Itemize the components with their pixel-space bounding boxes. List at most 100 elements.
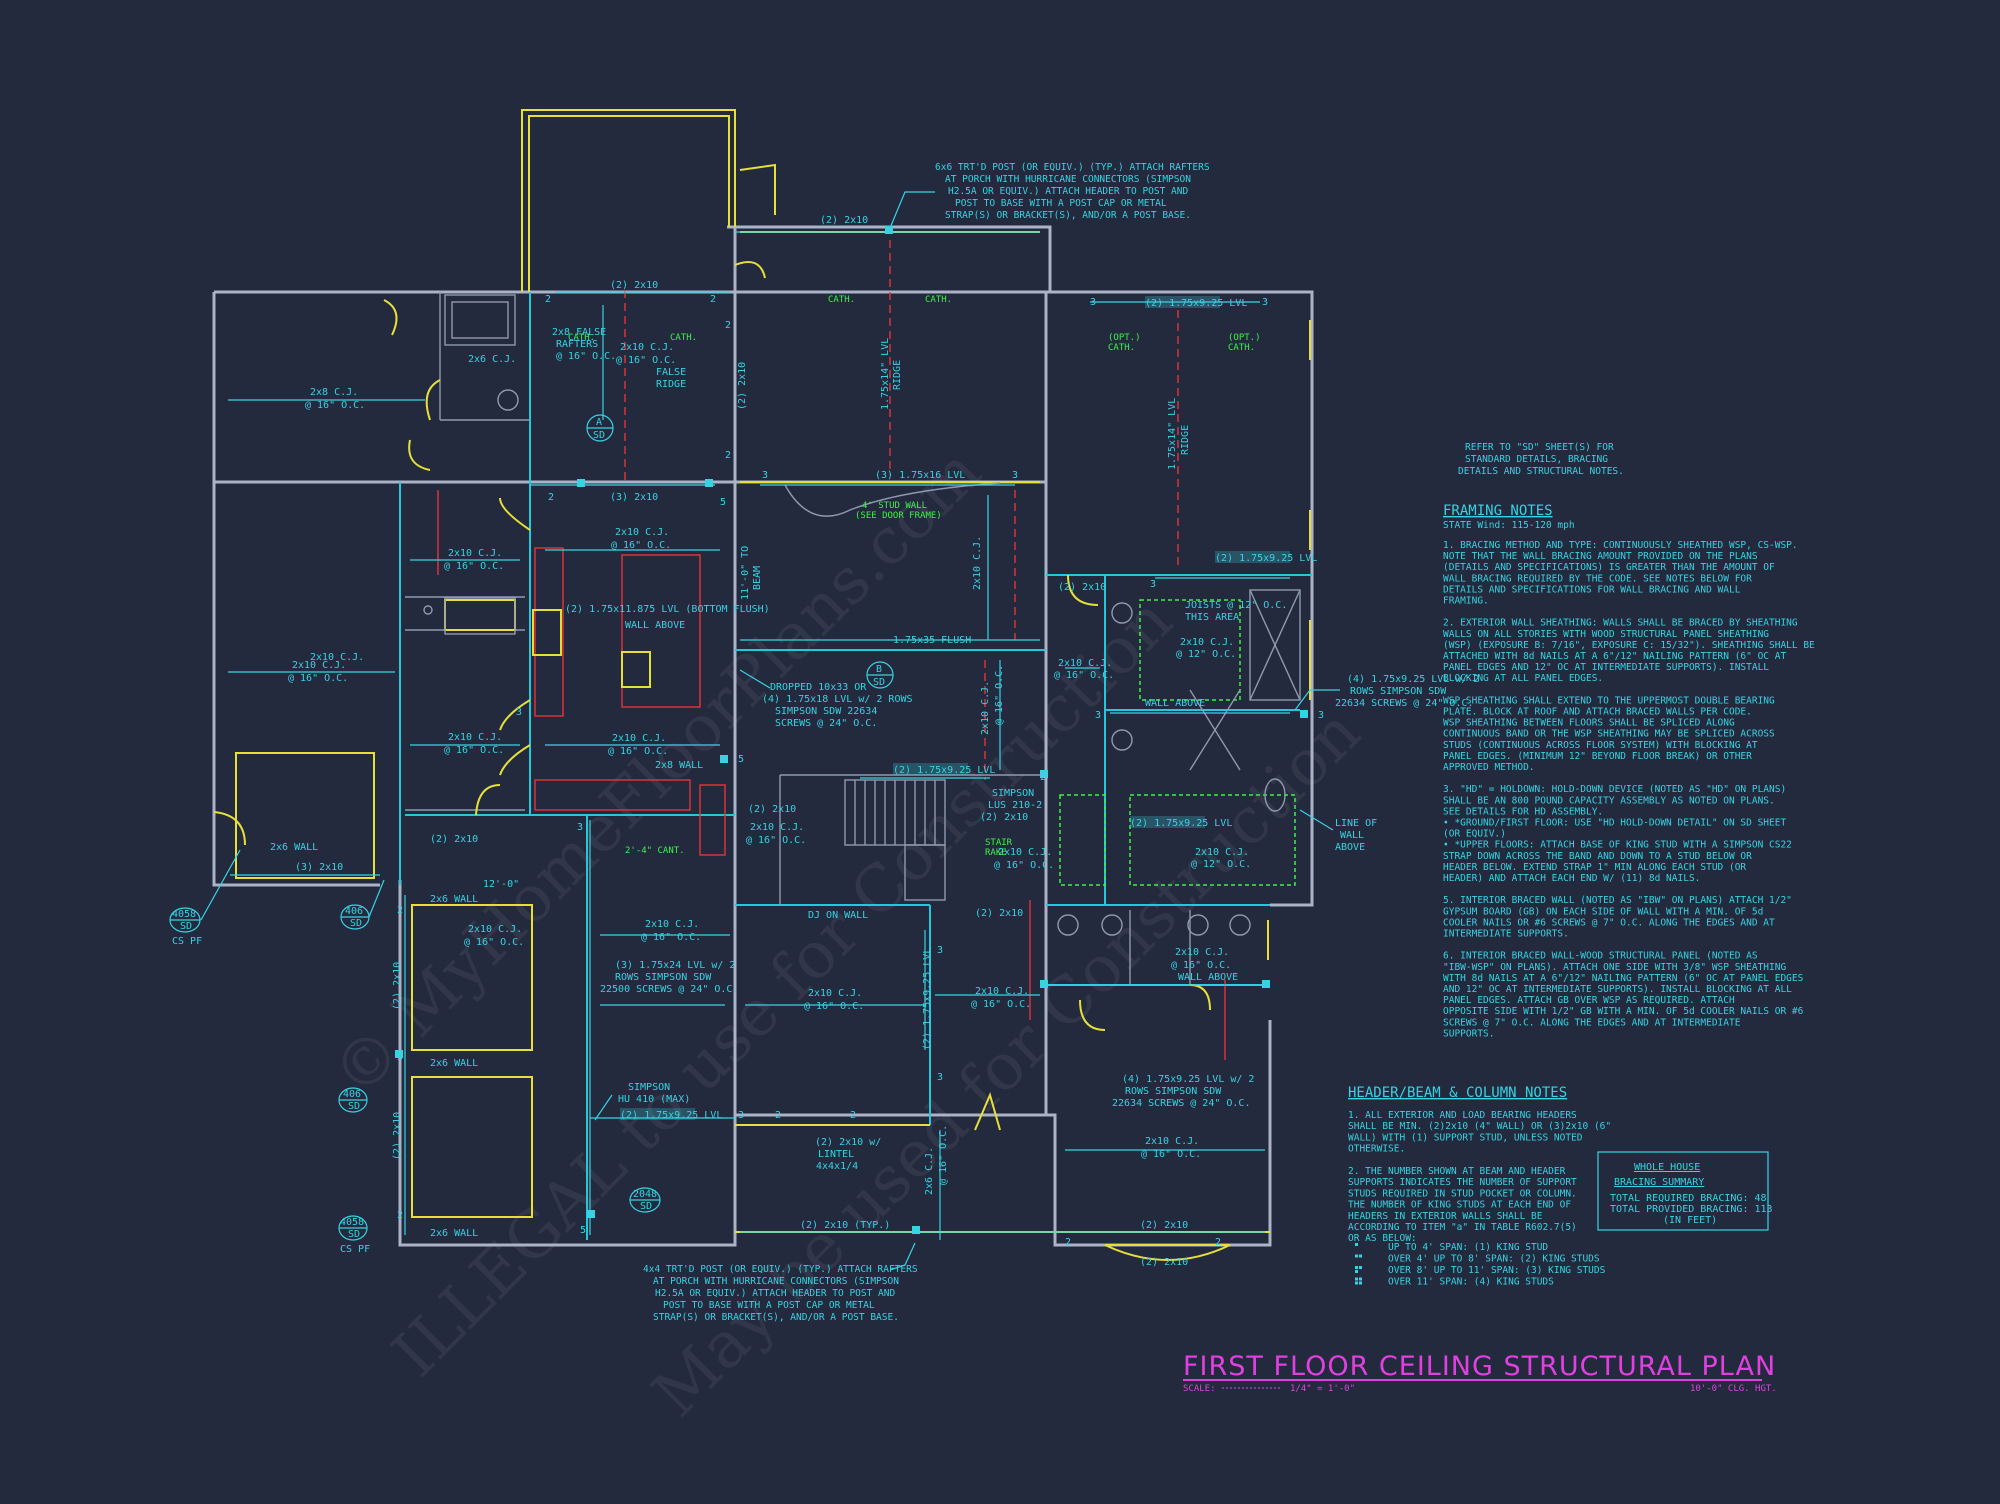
svg-text:22634 SCREWS @ 24" O.C.: 22634 SCREWS @ 24" O.C.	[1335, 698, 1473, 709]
header-note-line: OR AS BELOW:	[1348, 1233, 1417, 1244]
svg-text:4' STUD WALL: 4' STUD WALL	[862, 501, 927, 511]
svg-text:2x10 C.J.: 2x10 C.J.	[1145, 1136, 1199, 1147]
svg-text:THIS AREA: THIS AREA	[1185, 612, 1239, 623]
header-note-line: STUDS REQUIRED IN STUD POCKET OR COLUMN.	[1348, 1188, 1577, 1199]
svg-text:(2) 2x10: (2) 2x10	[980, 812, 1028, 823]
svg-text:5: 5	[738, 754, 744, 765]
svg-text:(2) 2x10: (2) 2x10	[737, 362, 748, 410]
svg-text:(4) 1.75x9.25 LVL w/ 2: (4) 1.75x9.25 LVL w/ 2	[1347, 674, 1479, 685]
svg-text:CATH.: CATH.	[828, 295, 855, 305]
header-note-line: HEADERS IN EXTERIOR WALLS SHALL BE	[1348, 1211, 1543, 1222]
framing-note-line: GYPSUM BOARD (GB) ON EACH SIDE OF WALL W…	[1443, 906, 1763, 917]
svg-text:@ 16" O.C.: @ 16" O.C.	[464, 937, 524, 948]
svg-text:3: 3	[1095, 710, 1101, 721]
svg-text:SD: SD	[180, 921, 192, 932]
svg-text:STRAP(S) OR BRACKET(S), AND/OR: STRAP(S) OR BRACKET(S), AND/OR A POST BA…	[945, 210, 1191, 221]
svg-text:2x10 C.J.: 2x10 C.J.	[750, 822, 804, 833]
svg-text:LINTEL: LINTEL	[818, 1149, 854, 1160]
stud-rule-line: OVER 8' UP TO 11' SPAN: (3) KING STUDS	[1388, 1265, 1606, 1276]
svg-text:CATH.: CATH.	[1108, 343, 1135, 353]
svg-text:2: 2	[548, 492, 554, 503]
top-post-callout: 6x6 TRT'D POST (OR EQUIV.) (TYP.) ATTACH…	[935, 162, 1210, 221]
svg-text:2x10 C.J.: 2x10 C.J.	[808, 988, 862, 999]
svg-text:4058: 4058	[340, 1217, 364, 1228]
svg-text:(3) 2x10: (3) 2x10	[295, 862, 343, 873]
svg-text:(OPT.): (OPT.)	[1108, 333, 1141, 343]
svg-text:2048: 2048	[633, 1189, 657, 1200]
svg-text:WALL: WALL	[1340, 830, 1364, 841]
bracing-marker-406-b: 406 SD	[338, 1087, 368, 1113]
svg-text:H2.5A OR EQUIV.) ATTACH HEADER: H2.5A OR EQUIV.) ATTACH HEADER TO POST A…	[655, 1288, 895, 1299]
svg-text:DROPPED 10x33 OR: DROPPED 10x33 OR	[770, 682, 867, 693]
header-note-line: SHALL BE MIN. (2)2x10 (4" WALL) OR (3)2x…	[1348, 1121, 1611, 1132]
svg-text:RIDGE: RIDGE	[656, 379, 686, 390]
svg-text:CATH.: CATH.	[925, 295, 952, 305]
svg-text:(2) 2x10 w/: (2) 2x10 w/	[815, 1137, 881, 1148]
svg-text:(2) 1.75x9.25 LVL: (2) 1.75x9.25 LVL	[1145, 298, 1247, 309]
svg-text:(2) 2x10: (2) 2x10	[430, 834, 478, 845]
fixtures	[423, 294, 1301, 936]
stud-rule-line: OVER 11' SPAN: (4) KING STUDS	[1388, 1277, 1554, 1288]
svg-text:(2) 2x10: (2) 2x10	[1058, 582, 1106, 593]
framing-note-line: OPPOSITE SIDE WITH 1/2" GB WITH A MIN. O…	[1443, 1006, 1804, 1017]
svg-text:3: 3	[738, 1110, 744, 1121]
svg-text:3: 3	[937, 945, 943, 956]
kitchen-elements	[437, 240, 1226, 1060]
svg-text:2x6 C.J.: 2x6 C.J.	[924, 1147, 935, 1195]
framing-note-line: 5. INTERIOR BRACED WALL (NOTED AS "IBW" …	[1443, 895, 1792, 906]
framing-note-line: 2. EXTERIOR WALL SHEATHING: WALLS SHALL …	[1443, 618, 1798, 629]
svg-text:SD: SD	[348, 1101, 360, 1112]
title-block: FIRST FLOOR CEILING STRUCTURAL PLAN SCAL…	[1183, 1351, 1777, 1394]
framing-note-line: (WSP) (EXPOSURE B: 7/16", EXPOSURE C: 15…	[1443, 640, 1815, 651]
framing-note-line: (OR EQUIV.)	[1443, 829, 1506, 840]
svg-text:2: 2	[1040, 772, 1046, 783]
svg-text:22634 SCREWS @ 24" O.C.: 22634 SCREWS @ 24" O.C.	[1112, 1098, 1250, 1109]
svg-text:1.75x14" LVL: 1.75x14" LVL	[1167, 398, 1178, 470]
svg-text:WALL ABOVE: WALL ABOVE	[1178, 972, 1238, 983]
svg-text:2x10 C.J.: 2x10 C.J.	[448, 732, 502, 743]
svg-text:2x6 WALL: 2x6 WALL	[430, 1228, 478, 1239]
svg-text:11'-0" TO: 11'-0" TO	[740, 546, 751, 600]
svg-text:TOTAL PROVIDED BRACING: 113: TOTAL PROVIDED BRACING: 113	[1610, 1204, 1773, 1215]
svg-text:3: 3	[1012, 470, 1018, 481]
svg-text:HEADER/BEAM & COLUMN NOTES: HEADER/BEAM & COLUMN NOTES	[1348, 1085, 1567, 1101]
svg-text:2x6 WALL: 2x6 WALL	[270, 842, 318, 853]
stud-rule-line: UP TO 4' SPAN: (1) KING STUD	[1388, 1242, 1548, 1253]
framing-note-line: WALLS ON ALL STORIES WITH WOOD STRUCTURA…	[1443, 629, 1769, 640]
svg-text:2x6 WALL: 2x6 WALL	[430, 1058, 478, 1069]
stud-count-bullet	[1355, 1254, 1362, 1258]
svg-text:2x6 WALL: 2x6 WALL	[430, 894, 478, 905]
svg-text:(2) 1.75x9.25 LVL: (2) 1.75x9.25 LVL	[1215, 553, 1317, 564]
svg-text:3: 3	[1318, 710, 1324, 721]
framing-note-line: WITH 8d NAILS AT A 6"/12" NAILING PATTER…	[1443, 973, 1804, 984]
framing-note-line: FRAMING.	[1443, 596, 1489, 607]
svg-text:BRACING SUMMARY: BRACING SUMMARY	[1614, 1177, 1704, 1188]
framing-note-line: (DETAILS AND SPECIFICATIONS) IS GREATER …	[1443, 562, 1775, 573]
svg-text:2: 2	[1215, 1237, 1221, 1248]
svg-text:ROWS SIMPSON SDW: ROWS SIMPSON SDW	[1350, 686, 1447, 697]
svg-text:2x10 C.J.: 2x10 C.J.	[1195, 847, 1249, 858]
framing-note-line: 3. "HD" = HOLDOWN: HOLD-DOWN DEVICE (NOT…	[1443, 784, 1786, 795]
framing-note-line: 1. BRACING METHOD AND TYPE: CONTINUOUSLY…	[1443, 540, 1798, 551]
svg-text:SIMPSON: SIMPSON	[628, 1082, 670, 1093]
header-note-line: 1. ALL EXTERIOR AND LOAD BEARING HEADERS	[1348, 1110, 1577, 1121]
framing-notes: FRAMING NOTES STATE Wind: 115-120 mph 1.…	[1443, 503, 1815, 1039]
svg-text:SD: SD	[873, 677, 885, 688]
span-arrows	[228, 305, 1265, 1240]
svg-text:AT PORCH WITH HURRICANE CONNEC: AT PORCH WITH HURRICANE CONNECTORS (SIMP…	[945, 174, 1191, 185]
framing-note-line: BLOCKING AT ALL PANEL EDGES.	[1443, 673, 1603, 684]
svg-text:SD: SD	[350, 918, 362, 929]
svg-text:SD: SD	[640, 1201, 652, 1212]
svg-text:(3) 1.75x24 LVL w/ 2: (3) 1.75x24 LVL w/ 2	[615, 960, 735, 971]
framing-note-line: PLATE. BLOCK AT ROOF AND ATTACH BRACED W…	[1443, 707, 1752, 718]
framing-note-line: SCREWS @ 7" O.C. ALONG THE EDGES AND AT …	[1443, 1017, 1741, 1028]
page-title: FIRST FLOOR CEILING STRUCTURAL PLAN	[1183, 1351, 1776, 1382]
svg-text:5: 5	[580, 1225, 586, 1236]
svg-text:(3) 2x10: (3) 2x10	[610, 492, 658, 503]
svg-text:(4) 1.75x9.25 LVL w/ 2: (4) 1.75x9.25 LVL w/ 2	[1122, 1074, 1254, 1085]
svg-text:3: 3	[762, 470, 768, 481]
svg-text:CATH.: CATH.	[568, 333, 595, 343]
bracing-marker-4058-top: 4058 SD CS PF	[169, 907, 202, 947]
